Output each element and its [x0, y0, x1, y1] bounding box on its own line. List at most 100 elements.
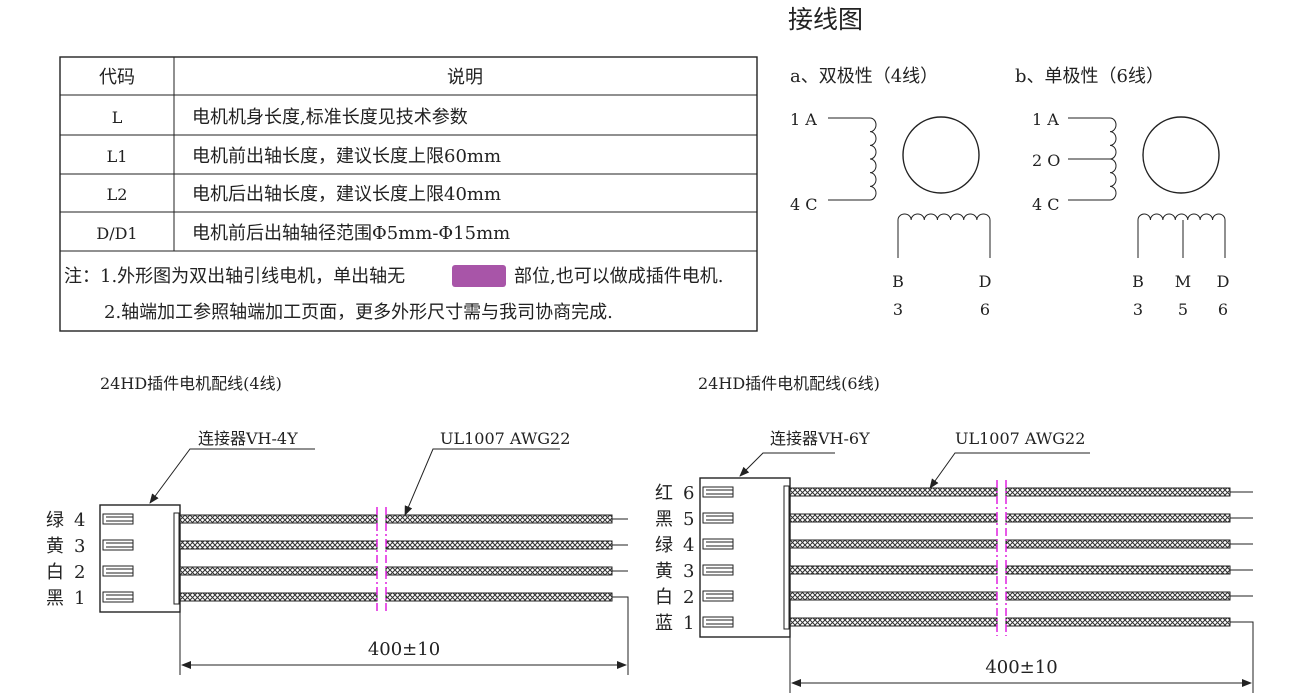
lead-label: 2 O: [1032, 151, 1060, 170]
connector-pin: [702, 512, 734, 524]
pin-color-label: 蓝: [655, 613, 673, 634]
pin-color-label: 红: [655, 483, 673, 504]
lead-letter: M: [1175, 272, 1191, 291]
pin-color-label: 绿: [655, 535, 673, 556]
pin-color-label: 绿: [46, 510, 64, 531]
wire: [1005, 565, 1231, 575]
row-code: D/D1: [96, 224, 137, 243]
lead-number: 6: [980, 300, 990, 319]
diagram-title: 接线图: [788, 5, 863, 34]
length-dimension: 400±10: [985, 657, 1057, 678]
connector4-label: 连接器VH-4Y: [198, 429, 298, 448]
row-desc: 电机前出轴长度，建议长度上限60mm: [192, 146, 501, 167]
lead-number: 5: [1178, 300, 1188, 319]
lead-letter: B: [892, 272, 904, 291]
pin-color-label: 黑: [655, 509, 673, 530]
pin-color-label: 黄: [655, 561, 673, 582]
wire: [789, 591, 998, 601]
row-desc: 电机后出轴长度，建议长度上限40mm: [192, 184, 501, 205]
pin-number-label: 1: [683, 613, 694, 634]
connector-pin: [702, 590, 734, 602]
connector-pin: [102, 591, 134, 603]
header-desc: 说明: [447, 67, 483, 88]
row-desc: 电机前后出轴轴径范围Φ5mm-Φ15mm: [192, 223, 510, 244]
lead-label: 1 A: [1032, 110, 1059, 129]
note-1-prefix: 注：1.外形图为双出轴引线电机，单出轴无: [64, 266, 405, 287]
row-desc: 电机机身长度,标准长度见技术参数: [192, 107, 468, 128]
spec-table: 代码 说明 L 电机机身长度,标准长度见技术参数 L1 电机前出轴长度，建议长度…: [59, 56, 758, 332]
wire: [1005, 513, 1231, 523]
lead-label: 4 C: [790, 195, 818, 214]
wire-end-lead: [612, 596, 629, 675]
wire6-label: UL1007 AWG22: [955, 429, 1085, 448]
wire: [385, 514, 613, 524]
unipolar-label: b、单极性（6线）: [1015, 66, 1164, 87]
pin-number-label: 3: [74, 536, 85, 557]
highlight-swatch: [452, 265, 506, 287]
connector-pin: [102, 513, 134, 525]
pin-number-label: 1: [74, 588, 85, 609]
coil-icon: [1109, 117, 1117, 201]
wire: [1005, 617, 1231, 627]
rotor-icon: [902, 116, 980, 194]
header-code: 代码: [99, 67, 135, 88]
connector-pin: [102, 539, 134, 551]
lead-label: 4 C: [1032, 195, 1060, 214]
row-code: L: [112, 108, 123, 127]
connector-pin: [102, 565, 134, 577]
lead-letter: D: [979, 272, 992, 291]
wire: [179, 540, 378, 550]
pin-color-label: 黑: [46, 588, 64, 609]
connector-pin: [702, 486, 734, 498]
connector6-label: 连接器VH-6Y: [770, 429, 870, 448]
wire: [1005, 487, 1231, 497]
lead-number: 6: [1218, 300, 1228, 319]
bipolar-label: a、双极性（4线）: [790, 66, 938, 87]
pin-number-label: 6: [683, 483, 694, 504]
wire: [1005, 591, 1231, 601]
bipolar-diagram: a、双极性（4线） 1 A 4 C B D 3 6: [790, 66, 991, 319]
pin-number-label: 4: [74, 510, 85, 531]
wire-end-lead: [1230, 621, 1254, 693]
pin-number-label: 3: [683, 561, 694, 582]
connector-plate: [783, 485, 790, 630]
wire: [385, 566, 613, 576]
wire: [385, 592, 613, 602]
pin-number-label: 2: [683, 587, 694, 608]
lead-letter: B: [1132, 272, 1144, 291]
coil-icon: [1137, 213, 1226, 221]
wire: [789, 617, 998, 627]
wire: [179, 514, 378, 524]
wire: [385, 540, 613, 550]
coil-icon: [897, 213, 991, 221]
harness4-title: 24HD插件电机配线(4线): [100, 374, 282, 393]
length-dimension: 400±10: [368, 639, 440, 660]
note-1-suffix: 部位,也可以做成插件电机.: [514, 266, 723, 287]
row-code: L2: [107, 185, 128, 204]
harness6-title: 24HD插件电机配线(6线): [698, 374, 880, 393]
row-code: L1: [107, 147, 128, 166]
pin-color-label: 白: [46, 562, 64, 583]
pin-color-label: 黄: [46, 536, 64, 557]
connector-pin: [702, 564, 734, 576]
note-2: 2.轴端加工参照轴端加工页面，更多外形尺寸需与我司协商完成.: [104, 302, 613, 323]
lead-letter: D: [1217, 272, 1230, 291]
connector-body: [99, 504, 181, 613]
wire: [179, 566, 378, 576]
rotor-icon: [1142, 116, 1220, 194]
wire: [789, 487, 998, 497]
wire: [789, 513, 998, 523]
coil-icon: [869, 117, 877, 201]
wire: [1005, 539, 1231, 549]
lead-number: 3: [893, 300, 903, 319]
connector-plate: [173, 512, 180, 605]
pin-number-label: 5: [683, 509, 694, 530]
connector-body: [699, 477, 791, 638]
wire4-label: UL1007 AWG22: [440, 429, 570, 448]
pin-color-label: 白: [655, 587, 673, 608]
connector-pin: [702, 616, 734, 628]
wire: [789, 565, 998, 575]
